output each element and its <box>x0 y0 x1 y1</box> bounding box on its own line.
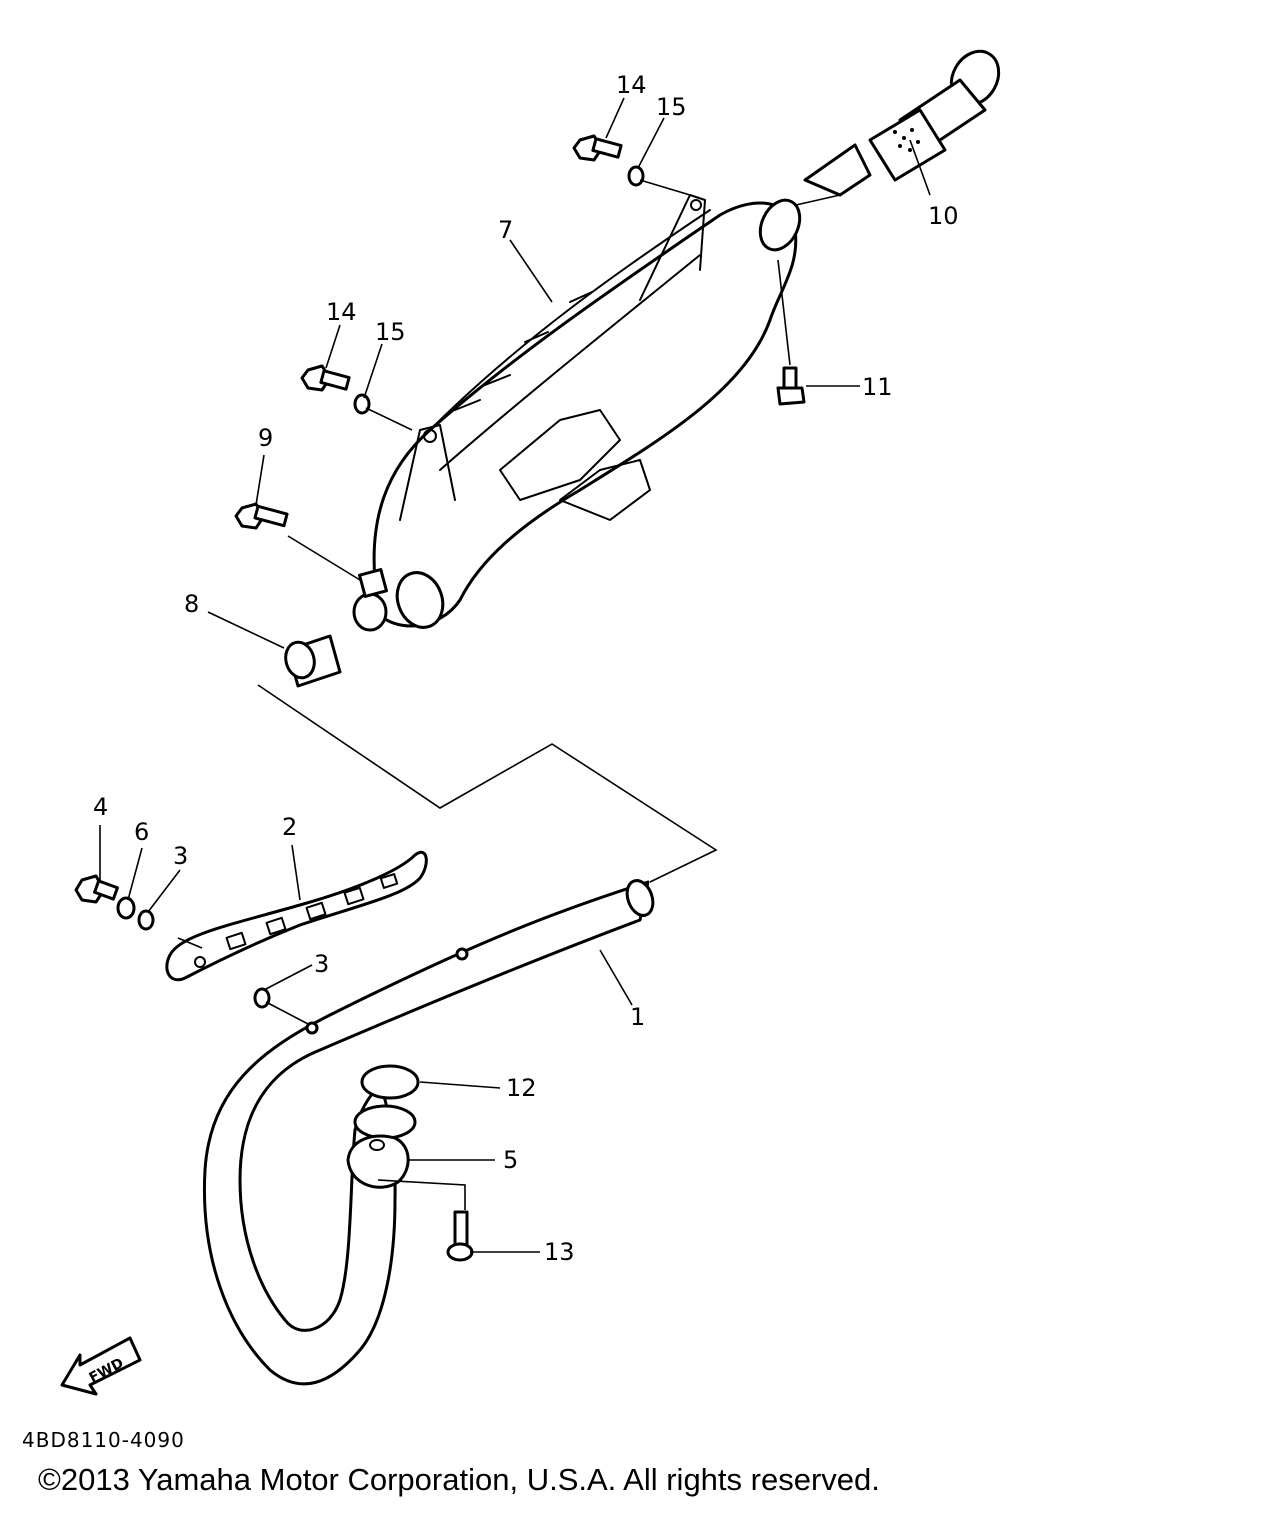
arrester-mesh <box>893 128 920 152</box>
washer-6[interactable] <box>116 896 136 920</box>
fwd-arrow-icon: FWD <box>60 1336 142 1396</box>
callout-3-lower: 3 <box>314 950 329 978</box>
callout-14-lower: 14 <box>326 298 357 326</box>
callout-14-upper: 14 <box>616 71 647 99</box>
assembly-lines <box>177 179 841 1210</box>
bolt-14-lower[interactable] <box>300 364 351 392</box>
leader-lines <box>99 97 931 1253</box>
callout-15-upper: 15 <box>656 93 687 121</box>
washer-lower[interactable] <box>253 987 271 1009</box>
callout-4: 4 <box>93 793 108 821</box>
spark-arrester[interactable] <box>803 43 1008 197</box>
bolt-9[interactable] <box>234 502 289 530</box>
bolt-11[interactable] <box>776 366 806 406</box>
diagram-code: 4BD8110-4090 <box>22 1428 185 1452</box>
callout-15-lower: 15 <box>375 318 406 346</box>
washer-15-lower[interactable] <box>353 393 371 415</box>
callout-13: 13 <box>544 1238 575 1266</box>
muffler[interactable] <box>352 194 807 634</box>
copyright-notice: ©2013 Yamaha Motor Corporation, U.S.A. A… <box>38 1462 880 1497</box>
exhaust-pipe[interactable] <box>202 877 657 1386</box>
callout-7: 7 <box>498 216 513 244</box>
bolt-14-upper[interactable] <box>572 134 623 162</box>
washer-upper[interactable] <box>137 909 155 931</box>
bolt-4[interactable] <box>74 874 119 904</box>
callout-11: 11 <box>862 373 893 401</box>
callout-3-upper: 3 <box>173 842 188 870</box>
exhaust-joint[interactable] <box>346 1104 417 1189</box>
callout-12: 12 <box>506 1074 537 1102</box>
callout-1: 1 <box>630 1003 645 1031</box>
exhaust-parts-diagram: FWD 1 2 3 3 4 5 6 7 <box>60 43 1008 1396</box>
callout-9: 9 <box>258 424 273 452</box>
callout-5: 5 <box>503 1146 518 1174</box>
exhaust-protector[interactable] <box>165 851 428 982</box>
callout-8: 8 <box>184 590 199 618</box>
washer-15-upper[interactable] <box>627 165 645 187</box>
callout-10: 10 <box>928 202 959 230</box>
callout-6: 6 <box>134 818 149 846</box>
callout-2: 2 <box>282 813 297 841</box>
muffler-gasket[interactable] <box>282 634 342 688</box>
gasket[interactable] <box>360 1064 420 1100</box>
bolt-13[interactable] <box>446 1210 474 1262</box>
